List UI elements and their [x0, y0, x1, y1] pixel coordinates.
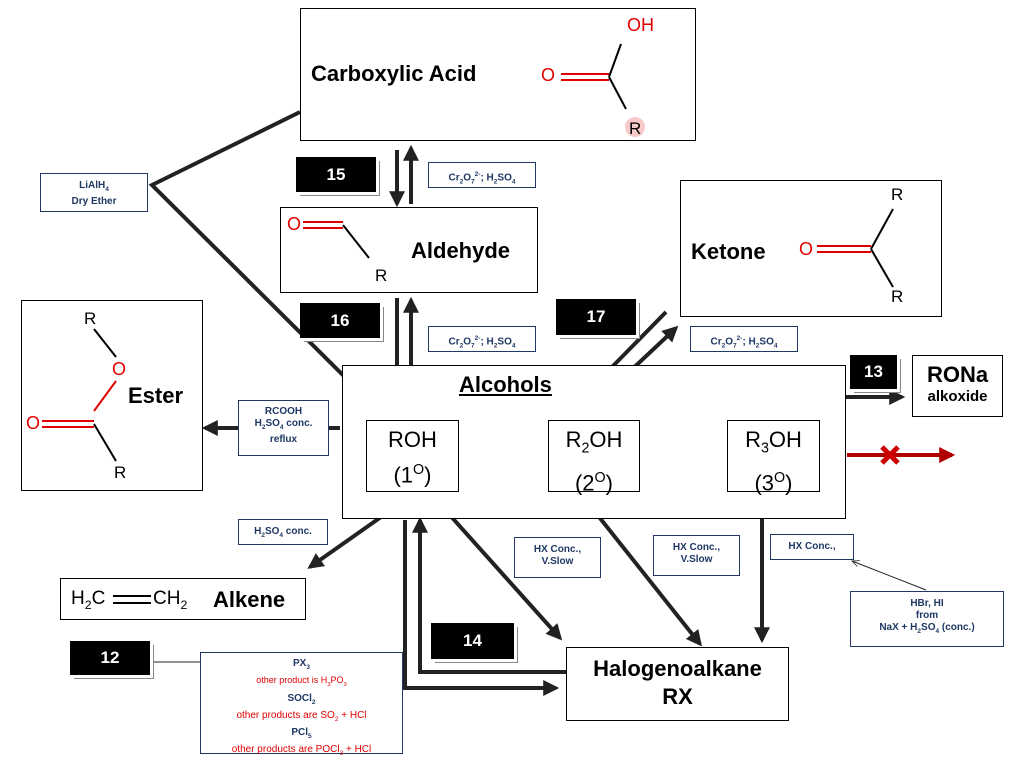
- acid-oh-label: OH: [627, 15, 654, 35]
- badge-14: 14: [431, 623, 514, 659]
- ester-o-top-label: O: [112, 359, 127, 379]
- reagent-phosphorus-halides: PX3 other product is H3PO3 SOCl2 other p…: [200, 652, 403, 757]
- aldehyde-title: Aldehyde: [411, 238, 511, 263]
- badge-17: 17: [556, 299, 636, 335]
- haloalkane-title: Halogenoalkane: [593, 656, 762, 681]
- aldehyde-o-label: O: [287, 214, 302, 234]
- primary-down-to-haloalkane-arrow: [403, 520, 560, 696]
- acid-o-label: O: [541, 65, 556, 85]
- ester-title: Ester: [128, 383, 184, 408]
- aldehyde-r-label: R: [375, 266, 388, 285]
- alkene-box: H2C CH2 Alkene: [60, 578, 306, 620]
- ketone-box: Ketone O R R: [680, 180, 942, 317]
- acid-r-label: R: [629, 119, 642, 138]
- haloalkane-to-primary-arrow: [412, 516, 568, 674]
- rona-title: RONa: [926, 362, 989, 387]
- alkene-h2c: H2C: [71, 588, 106, 612]
- haloalkane-box: Halogenoalkane RX: [566, 647, 789, 721]
- reagent-rcooh: RCOOH H2SO4 conc. reflux: [238, 400, 329, 456]
- reagent-h2so4-conc: H2SO4 conc.: [238, 519, 328, 545]
- badge-16: 16: [300, 303, 380, 338]
- alkene-ch2: CH2: [153, 588, 188, 612]
- ketone-r-top-label: R: [891, 185, 904, 204]
- alkene-double-bond: [113, 595, 151, 604]
- primary-alcohol-box: ROH (1O): [366, 420, 459, 492]
- ester-o-side-label: O: [26, 413, 41, 433]
- ketone-r-bottom-label: R: [891, 287, 904, 306]
- badge-15: 15: [296, 157, 376, 192]
- primary-alcohol-formula: ROH: [388, 427, 437, 452]
- ester-r-bottom-label: R: [114, 463, 127, 482]
- carboxylic-acid-structure: [561, 43, 645, 137]
- aldehyde-structure: [303, 221, 370, 259]
- reagent-lialh4: LiAlH4 Dry Ether: [40, 173, 148, 212]
- ketone-title: Ketone: [691, 239, 766, 264]
- no-reaction-cross-icon: [880, 445, 900, 465]
- ketone-o-label: O: [799, 239, 814, 259]
- secondary-alcohol-formula: R2OH: [565, 427, 623, 457]
- reagent-hx-slow-secondary: HX Conc., V.Slow: [653, 535, 740, 576]
- badge-13: 13: [850, 355, 897, 389]
- ketone-structure: [817, 208, 894, 288]
- ester-box: R O O R Ester: [21, 300, 203, 491]
- badge-12: 12: [70, 641, 150, 675]
- rona-box: RONa alkoxide: [912, 355, 1003, 417]
- rona-subtitle: alkoxide: [927, 388, 988, 405]
- tertiary-alcohol-formula: R3OH: [745, 427, 802, 457]
- alcohols-title: Alcohols: [459, 372, 552, 397]
- reagent-hx-tertiary: HX Conc.,: [770, 534, 854, 560]
- aldehyde-box: O R Aldehyde: [280, 207, 538, 293]
- reagent-hbr-hi: HBr, HI from NaX + H2SO4 (conc.): [850, 591, 1004, 647]
- secondary-alcohol-degree: (2O): [574, 470, 613, 496]
- carboxylic-acid-box: Carboxylic Acid OH O R: [300, 8, 696, 141]
- haloalkane-rx: RX: [662, 684, 693, 709]
- tertiary-alcohol-degree: (3O): [754, 470, 793, 496]
- reagent-dichromate-ketone: Cr2O72-; H2SO4: [690, 326, 798, 352]
- primary-alcohol-degree: (1O): [393, 462, 432, 488]
- tertiary-alcohol-box: R3OH (3O): [727, 420, 820, 496]
- carboxylic-acid-title: Carboxylic Acid: [311, 61, 477, 86]
- reagent-dichromate-top: Cr2O72-; H2SO4: [428, 162, 536, 188]
- reagent-dichromate-middle: Cr2O72-; H2SO4: [428, 326, 536, 352]
- ester-structure: [42, 328, 117, 462]
- reagent-hx-slow-primary: HX Conc., V.Slow: [514, 537, 601, 578]
- secondary-alcohol-box: R2OH (2O): [548, 420, 640, 496]
- hbr-pointer-line: [852, 561, 927, 591]
- alkene-title: Alkene: [213, 587, 286, 612]
- ester-r-top-label: R: [84, 309, 97, 328]
